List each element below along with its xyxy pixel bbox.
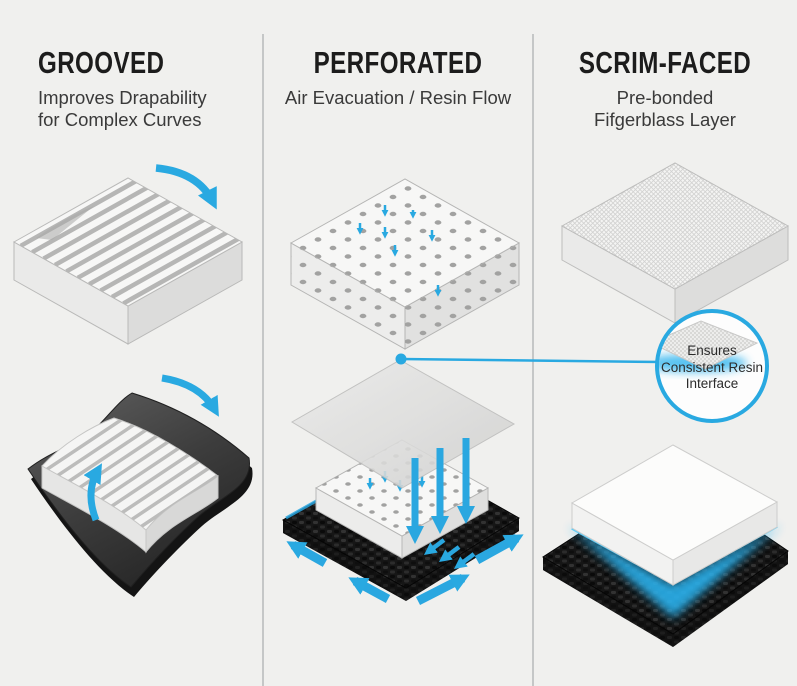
airflow-arrow-icons <box>356 205 442 297</box>
scrim-column-header: SCRIM-FACED Pre-bonded Fifgerblass Layer <box>533 46 797 131</box>
perforated-stack-illustration <box>281 359 524 606</box>
callout-bubble: Ensures Consistent Resin Interface <box>655 309 769 423</box>
grooved-subtitle-line-1: Improves Drapability <box>38 87 207 108</box>
scrim-subtitle-line-1: Pre-bonded <box>616 87 714 108</box>
scrim-title: SCRIM-FACED <box>578 45 752 80</box>
big-flow-arrow-icons <box>406 438 475 544</box>
perforated-title: PERFORATED <box>313 45 483 80</box>
grooved-title: GROOVED <box>38 45 165 80</box>
callout-line-3: Interface <box>685 376 739 391</box>
mesh-swatch <box>659 320 759 372</box>
grooved-subtitle-line-2: for Complex Curves <box>38 109 202 130</box>
drape-arrow-icon <box>161 374 219 417</box>
grooved-block-illustration <box>12 164 244 345</box>
callout-line-1: Ensures <box>687 343 737 358</box>
perforated-block-illustration <box>289 178 521 350</box>
drape-arrow-icon <box>155 164 217 210</box>
spring-arrow-icon <box>83 463 102 522</box>
perforated-subtitle-line-1: Air Evacuation / Resin Flow <box>284 87 512 108</box>
column-divider-1 <box>262 34 264 686</box>
callout-line-2: Consistent Resin <box>660 359 764 375</box>
scrim-stack-illustration <box>542 444 789 647</box>
scrim-block-illustration <box>560 162 790 324</box>
white-laminate-block <box>570 444 779 586</box>
callout-text: Ensures Consistent Resin Interface <box>659 343 765 393</box>
resin-flow-arrow-icons <box>286 534 524 606</box>
scrim-subtitle-line-2: Fifgerblass Layer <box>594 109 736 130</box>
grooved-column-header: GROOVED Improves Drapability for Complex… <box>38 46 253 131</box>
draped-block-illustration <box>27 374 253 597</box>
release-film-layer <box>291 359 516 489</box>
perforated-column-header: PERFORATED Air Evacuation / Resin Flow <box>264 46 532 109</box>
